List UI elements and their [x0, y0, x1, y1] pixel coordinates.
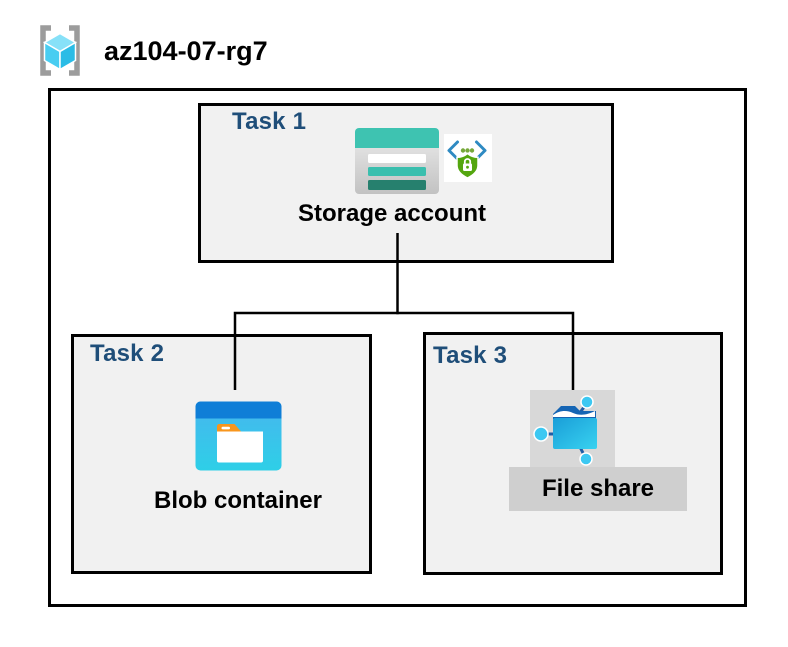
blob-container-icon	[195, 401, 282, 471]
blob-container-label: Blob container	[153, 487, 322, 514]
task2-title: Task 2	[90, 340, 165, 367]
resource-group-icon	[40, 25, 80, 76]
file-share-icon	[533, 395, 597, 466]
resource-group-name: az104-07-rg7	[104, 36, 268, 66]
file-share-label-highlight: File share	[509, 467, 687, 511]
task3-title: Task 3	[433, 342, 508, 369]
file-share-label: File share	[541, 475, 655, 502]
storage-account-icon	[355, 128, 439, 194]
storage-account-label: Storage account	[297, 200, 487, 227]
task1-title: Task 1	[232, 108, 307, 135]
secure-endpoint-icon	[444, 134, 492, 182]
